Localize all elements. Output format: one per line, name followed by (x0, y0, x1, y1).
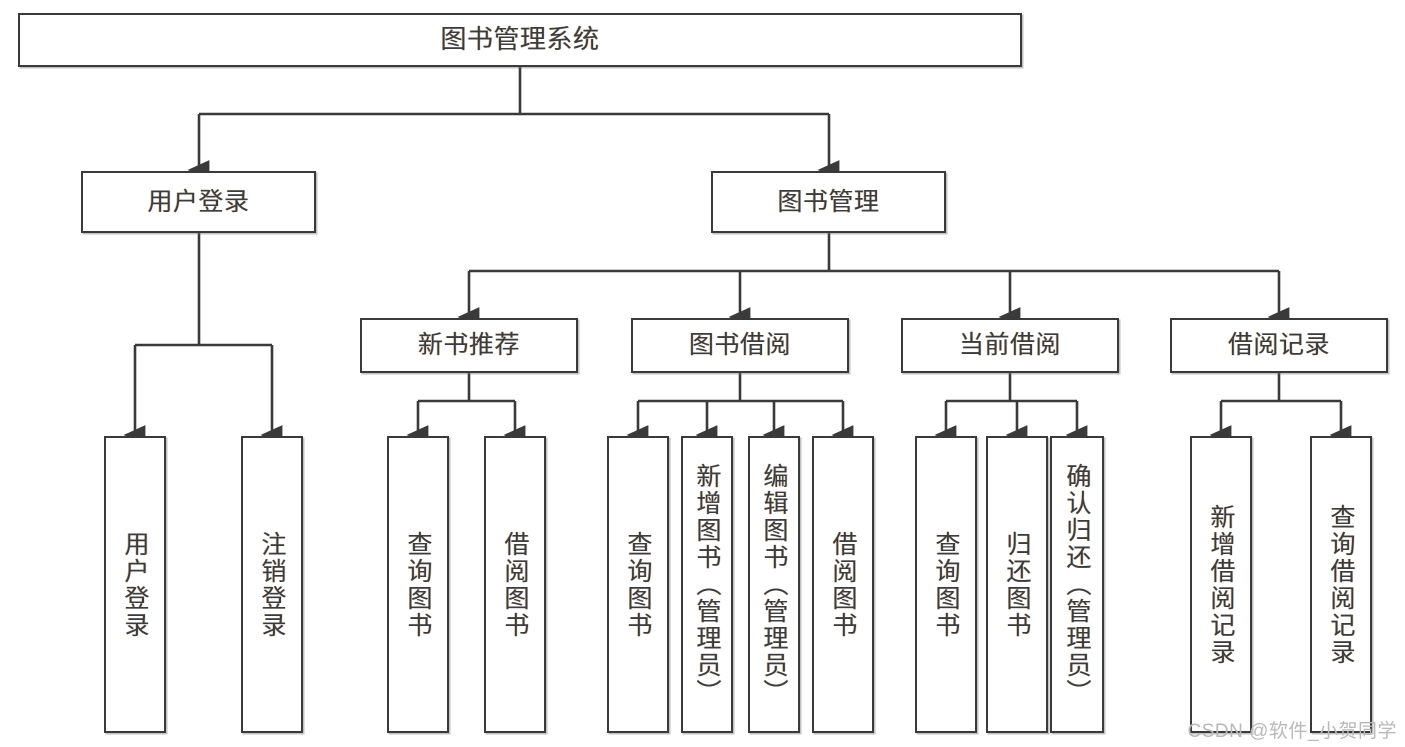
node-current[interactable]: 当前借阅 (901, 318, 1119, 373)
node-b1[interactable]: 查询图书 (607, 436, 669, 733)
node-l1[interactable]: 用户登录 (104, 436, 166, 733)
node-b3[interactable]: 编辑图书（管理员） (748, 436, 800, 733)
node-label: 注销登录 (258, 530, 286, 639)
node-label: 新书推荐 (417, 331, 520, 360)
node-label: 借阅图书 (829, 530, 857, 639)
node-label: 编辑图书（管理员） (760, 463, 788, 706)
node-c3[interactable]: 确认归还（管理员） (1050, 436, 1104, 733)
node-label: 图书管理系统 (440, 24, 600, 55)
node-label: 用户登录 (147, 187, 250, 216)
node-label: 查询图书 (624, 530, 652, 639)
node-n2[interactable]: 借阅图书 (484, 436, 546, 733)
node-label: 图书借阅 (688, 331, 791, 360)
node-c1[interactable]: 查询图书 (915, 436, 977, 733)
node-label: 借阅记录 (1227, 331, 1330, 360)
node-n1[interactable]: 查询图书 (387, 436, 449, 733)
node-b4[interactable]: 借阅图书 (812, 436, 874, 733)
csdn-watermark: CSDN @软件_小贺同学 (1187, 721, 1397, 742)
node-label: 图书管理 (777, 187, 880, 216)
node-label: 当前借阅 (958, 331, 1061, 360)
node-label: 借阅图书 (501, 530, 529, 639)
node-label: 查询借阅记录 (1327, 503, 1355, 666)
node-label: 新增借阅记录 (1207, 503, 1235, 666)
node-label: 查询图书 (932, 530, 960, 639)
node-label: 新增图书（管理员） (693, 463, 721, 706)
node-l2[interactable]: 注销登录 (241, 436, 303, 733)
node-root[interactable]: 图书管理系统 (18, 13, 1022, 67)
node-label: 确认归还（管理员） (1063, 463, 1091, 706)
node-label: 归还图书 (1003, 530, 1031, 639)
node-records[interactable]: 借阅记录 (1170, 318, 1388, 373)
node-label: 查询图书 (404, 530, 432, 639)
node-r2[interactable]: 查询借阅记录 (1310, 436, 1372, 733)
node-r1[interactable]: 新增借阅记录 (1190, 436, 1252, 733)
node-label: 用户登录 (121, 530, 149, 639)
node-c2[interactable]: 归还图书 (986, 436, 1048, 733)
node-bookmgmt[interactable]: 图书管理 (711, 171, 946, 233)
node-newbook[interactable]: 新书推荐 (360, 318, 578, 373)
node-borrow[interactable]: 图书借阅 (631, 318, 849, 373)
node-login[interactable]: 用户登录 (81, 171, 316, 233)
node-b2[interactable]: 新增图书（管理员） (681, 436, 733, 733)
